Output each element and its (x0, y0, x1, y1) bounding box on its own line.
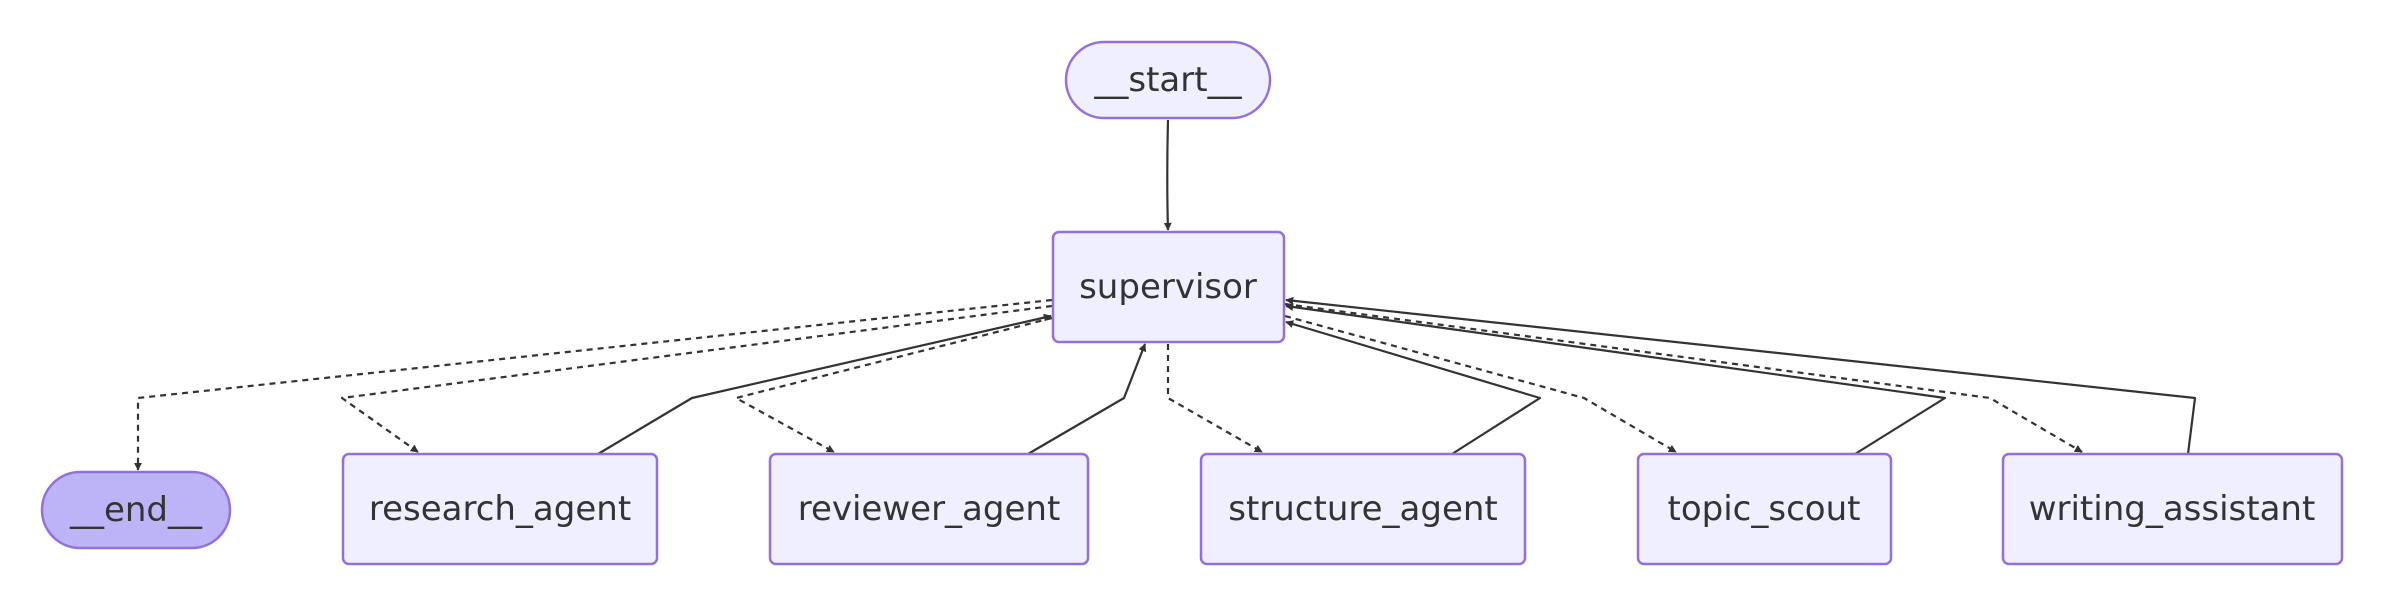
node-topic-scout-label: topic_scout (1668, 489, 1861, 529)
node-research-agent[interactable]: research_agent (341, 452, 659, 566)
node-reviewer-agent-label: reviewer_agent (798, 489, 1061, 529)
edge-research-agent-to-supervisor (597, 313, 1052, 455)
edge-supervisor-to-research-agent (340, 304, 1053, 453)
edge-start-to-supervisor (1163, 119, 1172, 231)
node-topic-scout[interactable]: topic_scout (1636, 452, 1893, 566)
edge-supervisor-to-end (134, 298, 1053, 471)
node-research-agent-label: research_agent (369, 489, 631, 529)
node-start-label: __start__ (1093, 60, 1242, 100)
edge-reviewer-agent-to-supervisor (1027, 343, 1147, 455)
edge-writing-assistant-to-supervisor (1285, 296, 2197, 455)
edges-layer (134, 119, 2197, 471)
edge-supervisor-to-reviewer-agent (734, 316, 1053, 453)
node-end-label: __end__ (69, 490, 203, 530)
edge-structure-agent-to-supervisor (1285, 320, 1542, 455)
node-start[interactable]: __start__ (1064, 40, 1272, 120)
edge-supervisor-to-structure-agent (1166, 344, 1263, 453)
edge-topic-scout-to-supervisor (1285, 303, 1947, 455)
edge-supervisor-to-topic-scout (1284, 314, 1677, 453)
node-reviewer-agent[interactable]: reviewer_agent (768, 452, 1090, 566)
node-end[interactable]: __end__ (40, 470, 232, 550)
node-writing-assistant[interactable]: writing_assistant (2001, 452, 2344, 566)
node-supervisor-label: supervisor (1079, 267, 1257, 307)
node-structure-agent[interactable]: structure_agent (1199, 452, 1527, 566)
node-writing-assistant-label: writing_assistant (2029, 489, 2316, 529)
edge-supervisor-to-writing-assistant (1284, 302, 2083, 453)
node-structure-agent-label: structure_agent (1228, 489, 1498, 529)
node-supervisor[interactable]: supervisor (1051, 230, 1286, 344)
